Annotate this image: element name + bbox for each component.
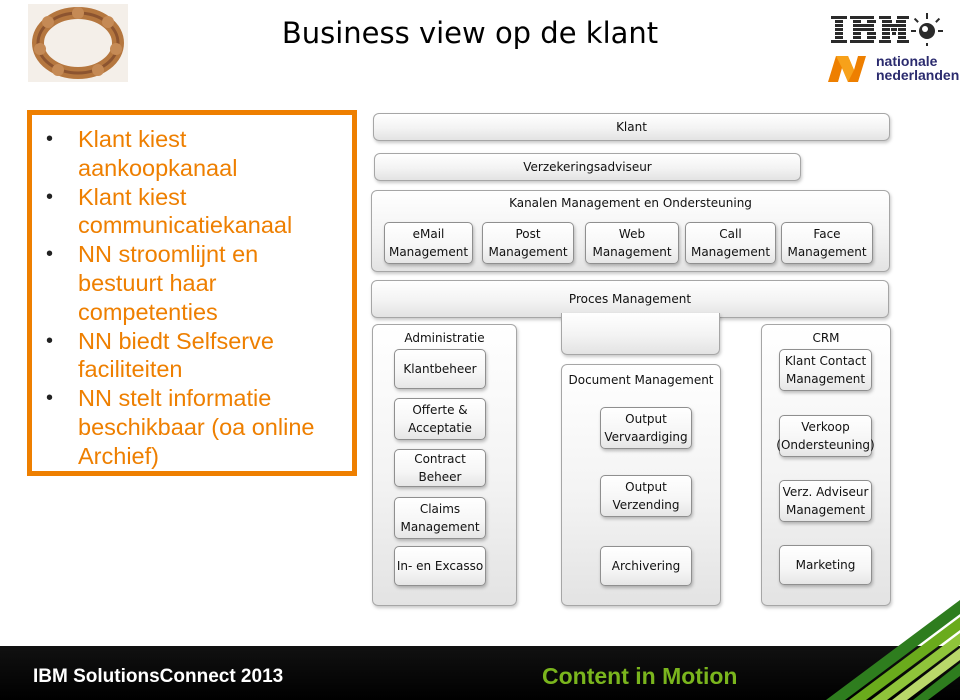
adviseur-label: Verzekeringsadviseur bbox=[523, 160, 652, 174]
bullet-item: NN stelt informatie beschikbaar (oa onli… bbox=[44, 384, 344, 470]
bullet-item: NN biedt Selfserve faciliteiten bbox=[44, 327, 344, 385]
footer-bar bbox=[0, 646, 960, 700]
verkoop-ondersteuning-box: Verkoop(Ondersteuning) bbox=[776, 415, 875, 457]
bullet-item: Klant kiest aankoopkanaal bbox=[44, 125, 344, 183]
ibm-logo bbox=[831, 13, 943, 46]
footer-tagline: Content in Motion bbox=[542, 663, 738, 689]
kanalen-title: Kanalen Management en Ondersteuning bbox=[509, 196, 752, 210]
bullet-item: NN stroomlijnt en bestuurt haar competen… bbox=[44, 240, 344, 326]
in-excasso-box: In- en Excasso bbox=[394, 546, 486, 586]
nn-lion-logo bbox=[828, 56, 866, 82]
contract-beheer-box: Contract Beheer bbox=[394, 449, 486, 487]
proces-management-box: Proces Management bbox=[371, 280, 889, 318]
klant-label: Klant bbox=[616, 120, 647, 134]
page-title: Business view op de klant bbox=[281, 16, 659, 50]
bullet-list: Klant kiest aankoopkanaal Klant kiest co… bbox=[44, 125, 344, 471]
bullet-item: Klant kiest communicatiekanaal bbox=[44, 183, 344, 241]
crm-title: CRM bbox=[812, 331, 840, 345]
proces-management-label: Proces Management bbox=[568, 292, 692, 306]
klantbeheer-box: Klantbeheer bbox=[394, 349, 486, 389]
adviseur-box: Verzekeringsadviseur bbox=[374, 153, 801, 181]
footer-event-name: IBM SolutionsConnect 2013 bbox=[33, 666, 284, 687]
marketing-box: Marketing bbox=[779, 545, 872, 585]
archivering-box: Archivering bbox=[600, 546, 692, 586]
proces-connector bbox=[561, 313, 720, 355]
team-hands-photo bbox=[28, 4, 128, 82]
bullet-list-box: Klant kiest aankoopkanaal Klant kiest co… bbox=[27, 110, 357, 476]
document-management-title: Document Management bbox=[568, 373, 714, 387]
administratie-title: Administratie bbox=[404, 331, 485, 345]
nn-wordmark: nationale nederlanden bbox=[876, 53, 960, 83]
offerte-acceptatie-box: Offerte &Acceptatie bbox=[394, 398, 486, 440]
klant-box: Klant bbox=[373, 113, 890, 141]
